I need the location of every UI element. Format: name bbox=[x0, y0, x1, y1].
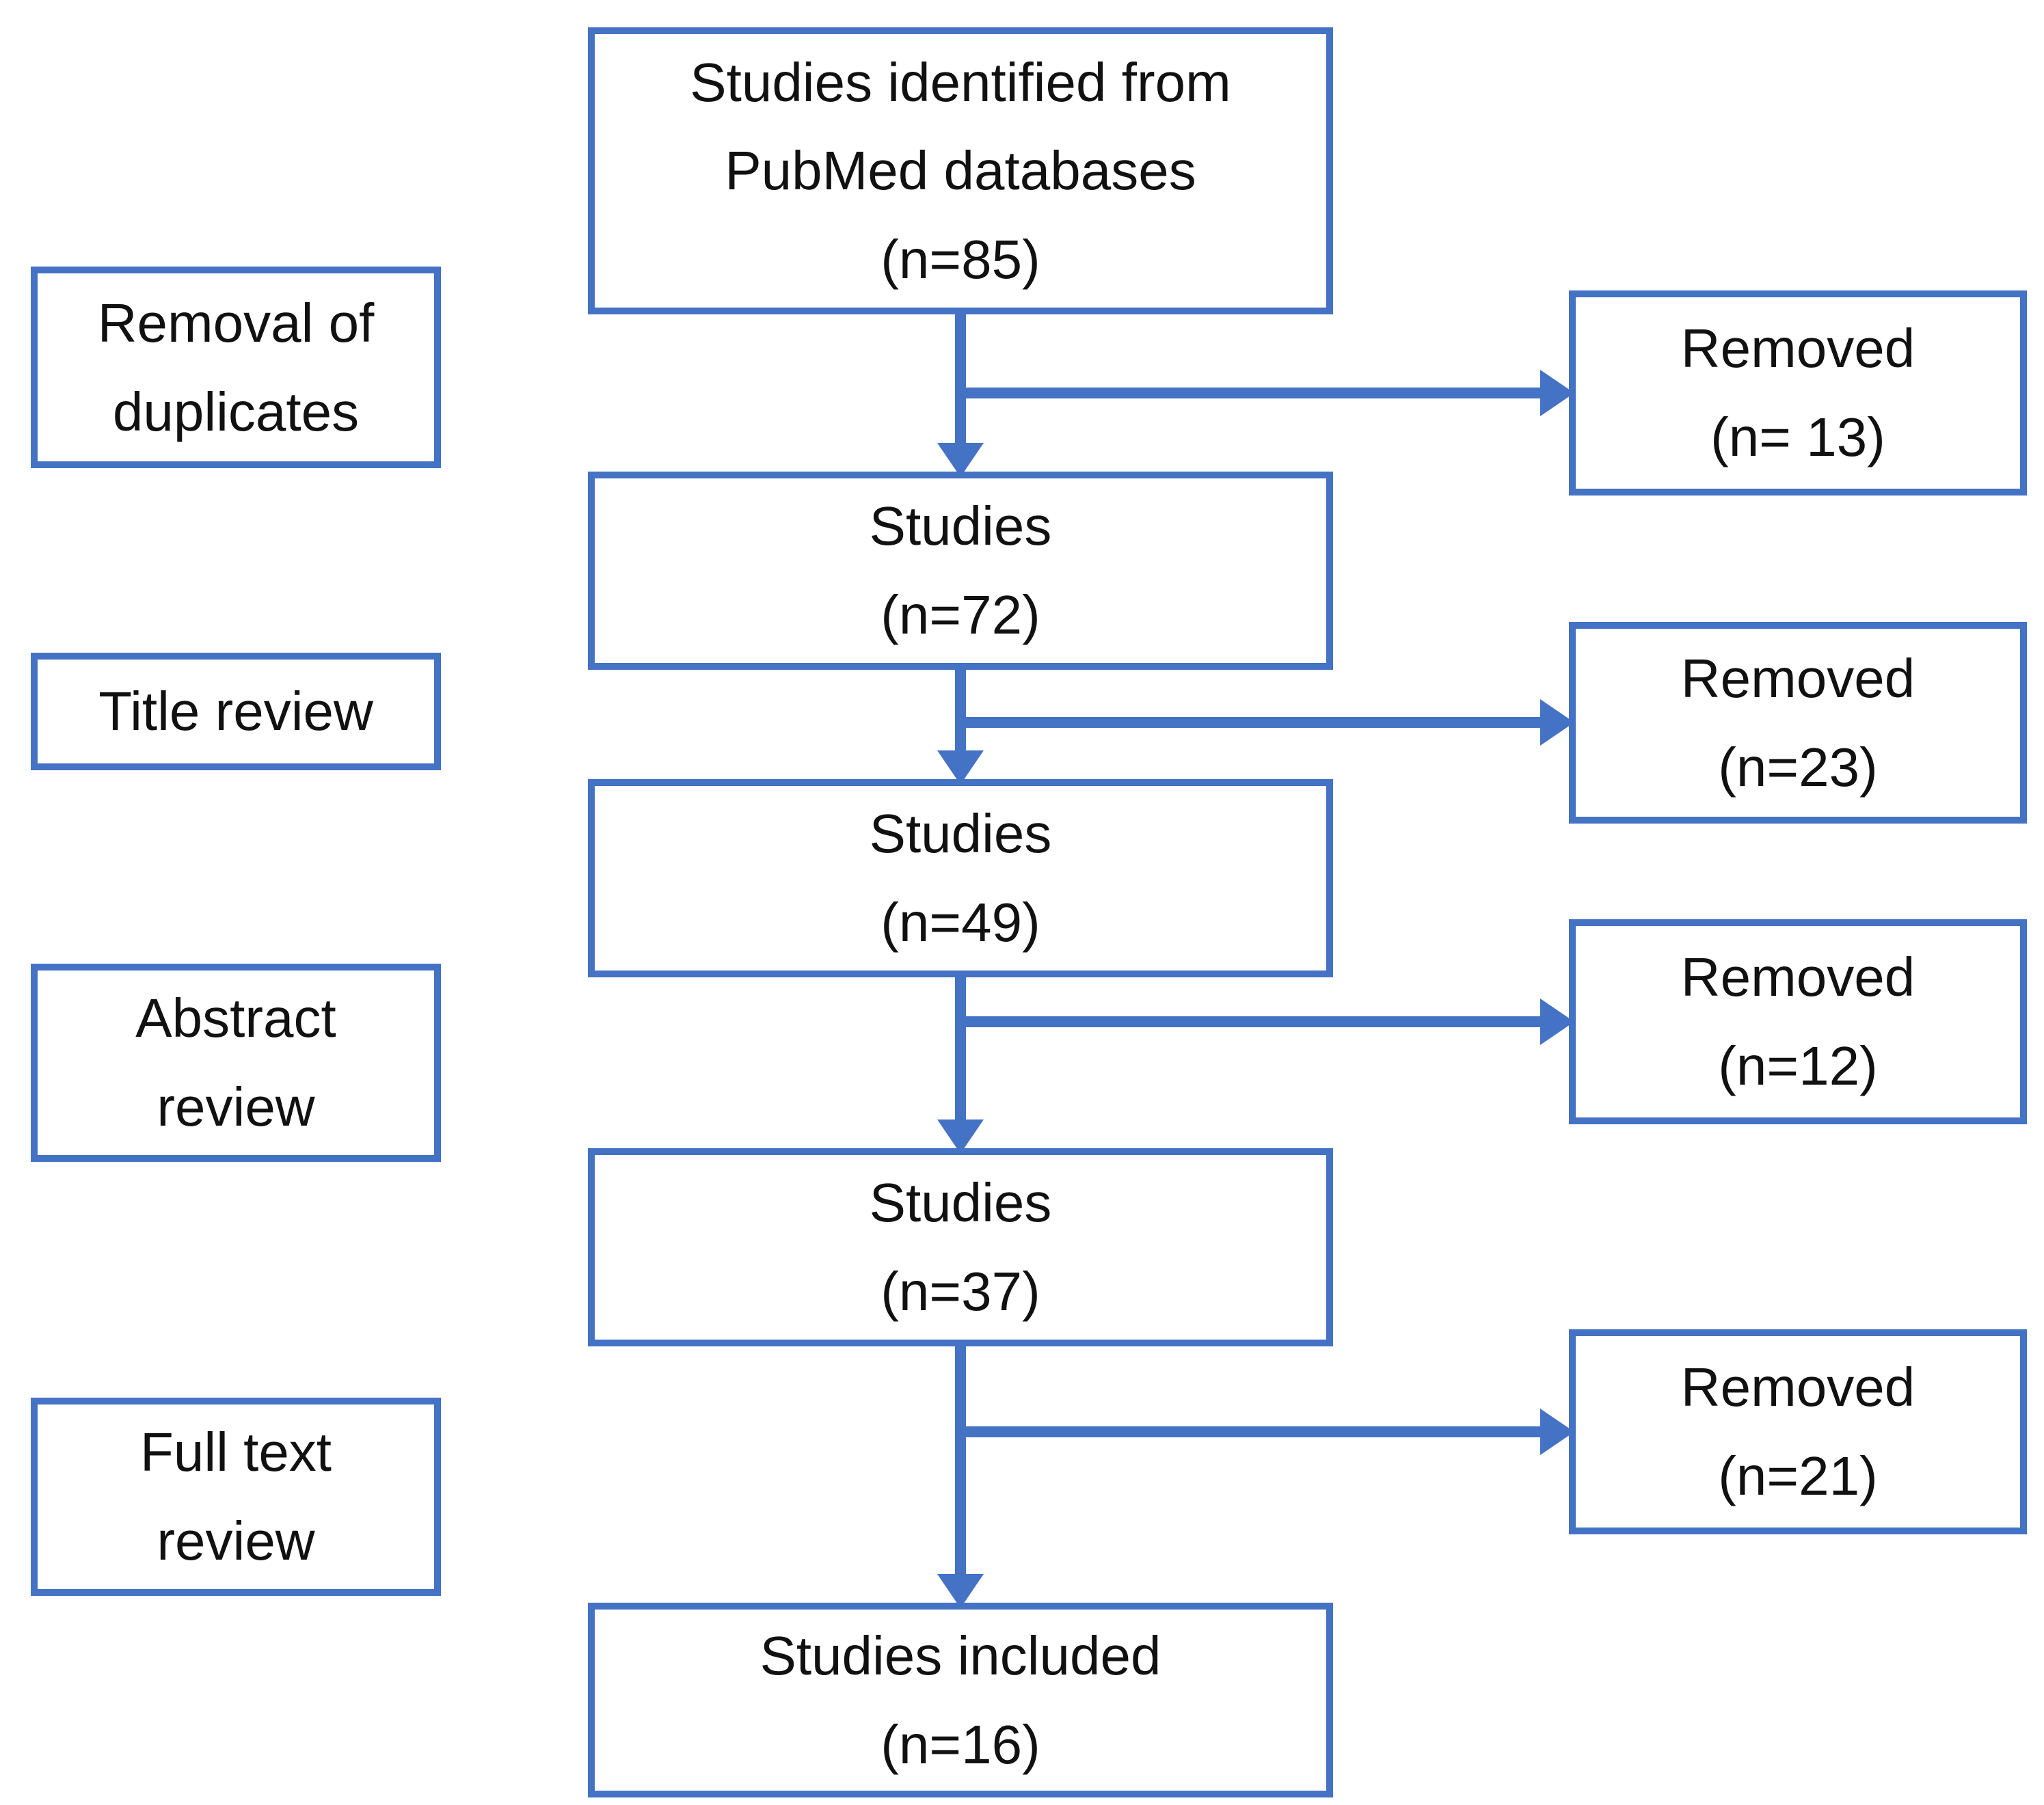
arrow-right-icon bbox=[1540, 370, 1574, 416]
box-text-line: (n=37) bbox=[880, 1261, 1040, 1322]
box-removed-abstract-review: Removed (n=12) bbox=[1569, 919, 2027, 1124]
box-text-line: Studies bbox=[869, 1172, 1052, 1234]
box-text-line: (n=49) bbox=[880, 892, 1040, 953]
connector-line-right-1 bbox=[955, 388, 1540, 398]
box-text-line: Studies identified from bbox=[690, 51, 1231, 113]
box-text-line: (n=21) bbox=[1718, 1446, 1878, 1506]
box-removed-duplicates: Removed (n= 13) bbox=[1569, 290, 2027, 496]
box-studies-after-abstract-review: Studies (n=37) bbox=[588, 1148, 1333, 1346]
box-text-line: (n=72) bbox=[880, 584, 1040, 645]
box-text-line: Full text bbox=[139, 1422, 332, 1483]
box-studies-after-duplicates: Studies (n=72) bbox=[588, 472, 1333, 670]
arrow-right-icon bbox=[1540, 999, 1574, 1045]
box-text-line: Removed bbox=[1680, 318, 1915, 379]
connector-line-down-1 bbox=[955, 311, 966, 448]
box-text-line: Removal of bbox=[97, 292, 375, 353]
box-text-line: Studies bbox=[869, 496, 1052, 557]
arrow-right-icon bbox=[1540, 699, 1574, 746]
box-text-line: (n=16) bbox=[880, 1713, 1040, 1775]
box-stage-full-text-review: Full text review bbox=[31, 1398, 441, 1596]
connector-line-right-2 bbox=[955, 717, 1540, 728]
box-text-line: Abstract bbox=[135, 988, 336, 1049]
box-text-line: (n=23) bbox=[1718, 736, 1878, 798]
box-text-line: review bbox=[157, 1076, 315, 1137]
arrow-down-icon bbox=[937, 1119, 984, 1154]
connector-line-down-2 bbox=[955, 666, 966, 755]
box-stage-title-review: Title review bbox=[31, 653, 441, 770]
connector-line-right-3 bbox=[955, 1016, 1540, 1027]
box-text-line: Title review bbox=[98, 681, 373, 742]
arrow-down-icon bbox=[937, 1574, 984, 1608]
box-text-line: Removed bbox=[1680, 947, 1915, 1008]
box-studies-identified: Studies identified from PubMed databases… bbox=[588, 27, 1333, 314]
box-text-line: (n= 13) bbox=[1710, 407, 1885, 467]
box-text-line: duplicates bbox=[112, 381, 360, 442]
arrow-down-icon bbox=[937, 750, 984, 785]
connector-line-down-3 bbox=[955, 974, 966, 1124]
box-text-line: (n=12) bbox=[1718, 1035, 1878, 1096]
arrow-right-icon bbox=[1540, 1409, 1574, 1455]
box-removed-full-text-review: Removed (n=21) bbox=[1569, 1329, 2027, 1534]
connector-line-right-4 bbox=[955, 1426, 1540, 1437]
box-text-line: Studies included bbox=[759, 1625, 1161, 1686]
connector-line-down-4 bbox=[955, 1343, 966, 1575]
box-text-line: Removed bbox=[1680, 1357, 1915, 1418]
arrow-down-icon bbox=[937, 443, 984, 477]
box-text-line: Removed bbox=[1680, 647, 1915, 709]
box-studies-after-title-review: Studies (n=49) bbox=[588, 779, 1333, 977]
box-text-line: Studies bbox=[869, 803, 1052, 865]
box-stage-removal-of-duplicates: Removal of duplicates bbox=[31, 267, 441, 468]
box-removed-title-review: Removed (n=23) bbox=[1569, 622, 2027, 824]
box-studies-included: Studies included (n=16) bbox=[588, 1603, 1333, 1797]
box-stage-abstract-review: Abstract review bbox=[31, 964, 441, 1162]
box-text-line: (n=85) bbox=[880, 228, 1040, 290]
box-text-line: review bbox=[157, 1510, 315, 1571]
box-text-line: PubMed databases bbox=[725, 140, 1196, 202]
